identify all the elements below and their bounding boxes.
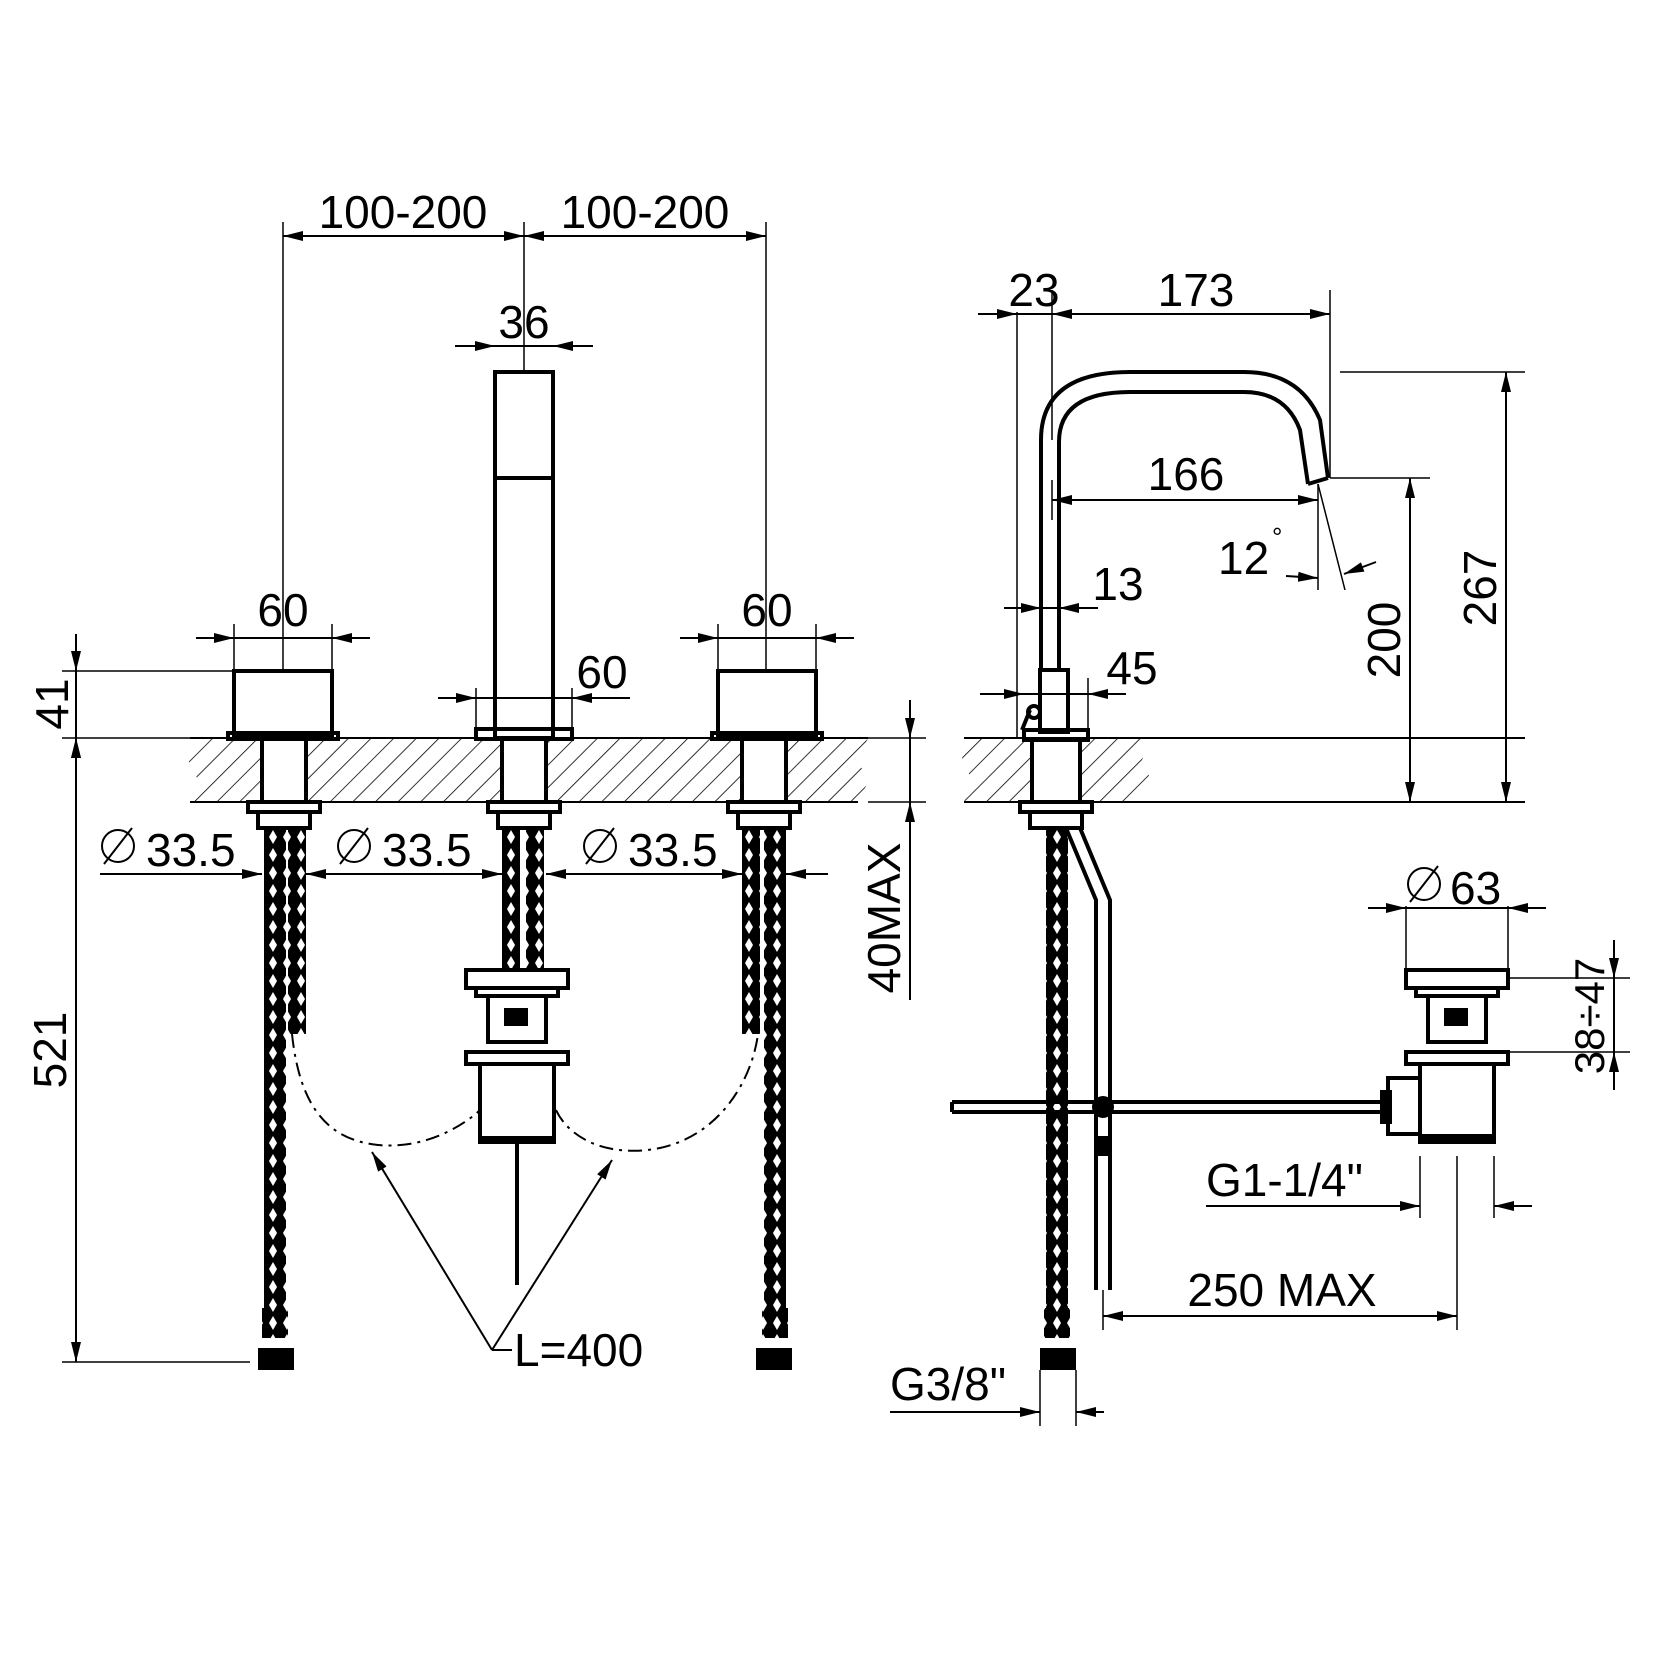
dim-rod-length: 250 MAX: [1187, 1264, 1376, 1316]
spout-front: [474, 370, 574, 970]
front-view: [188, 370, 868, 1370]
dim-total-height: 267: [1454, 550, 1506, 627]
dim-handle-right-width: 60: [741, 584, 792, 636]
drain-rod: [950, 1096, 1390, 1118]
deck-section-side: [962, 737, 1525, 803]
dim-handle-left-width: 60: [257, 584, 308, 636]
left-hose: [264, 828, 286, 1328]
dim-spout-angle: 12: [1218, 532, 1269, 584]
dim-hose-length: 521: [24, 1012, 76, 1089]
dim-hole-diameter-group: 33.5 33.5 33.5: [100, 824, 828, 879]
dim-stem-diameter: 13: [1092, 558, 1143, 610]
spout-side: [1018, 370, 1330, 1370]
side-dimensions: 23 173 166 12 ° 13 45 200 267: [890, 264, 1630, 1426]
dim-spacing-left: 100-200: [319, 186, 488, 238]
dim-spout-angle-unit: °: [1272, 522, 1282, 552]
right-handle: [710, 669, 824, 1370]
front-dimensions: 100-200 100-200 36 60 60 60 41: [24, 186, 926, 1376]
dim-drain-diameter: 63: [1450, 862, 1501, 914]
dim-hole-diameter-3: 33.5: [628, 824, 718, 876]
dim-base-diameter: 45: [1106, 642, 1157, 694]
dim-spacing-right: 100-200: [561, 186, 730, 238]
dim-spout-base-width: 60: [576, 646, 627, 698]
dim-side-offset: 23: [1008, 264, 1059, 316]
dim-drain-height: 38÷47: [1566, 958, 1613, 1074]
side-hose: [1046, 828, 1068, 1328]
side-view: [950, 370, 1525, 1370]
dim-outlet-height: 200: [1358, 602, 1410, 679]
dim-drain-thread: G1-1/4": [1206, 1154, 1363, 1206]
drain-front: [464, 968, 570, 1285]
left-supply: [288, 828, 306, 1034]
dim-spout-width: 36: [498, 296, 549, 348]
dim-spout-reach-total: 173: [1158, 264, 1235, 316]
dim-hole-diameter-1: 33.5: [146, 824, 236, 876]
dim-hole-diameter-2: 33.5: [382, 824, 472, 876]
deck-section-front: [188, 737, 868, 803]
dim-spout-reach: 166: [1148, 448, 1225, 500]
right-hose: [764, 828, 786, 1328]
hose-loop: [291, 1033, 481, 1147]
drain-side: [1380, 968, 1510, 1144]
dim-hose-thread: G3/8": [890, 1358, 1006, 1410]
dim-handle-height: 41: [26, 678, 78, 729]
dim-deck-thickness: 40MAX: [858, 843, 910, 994]
dim-hose-loop: L=400: [514, 1324, 643, 1376]
